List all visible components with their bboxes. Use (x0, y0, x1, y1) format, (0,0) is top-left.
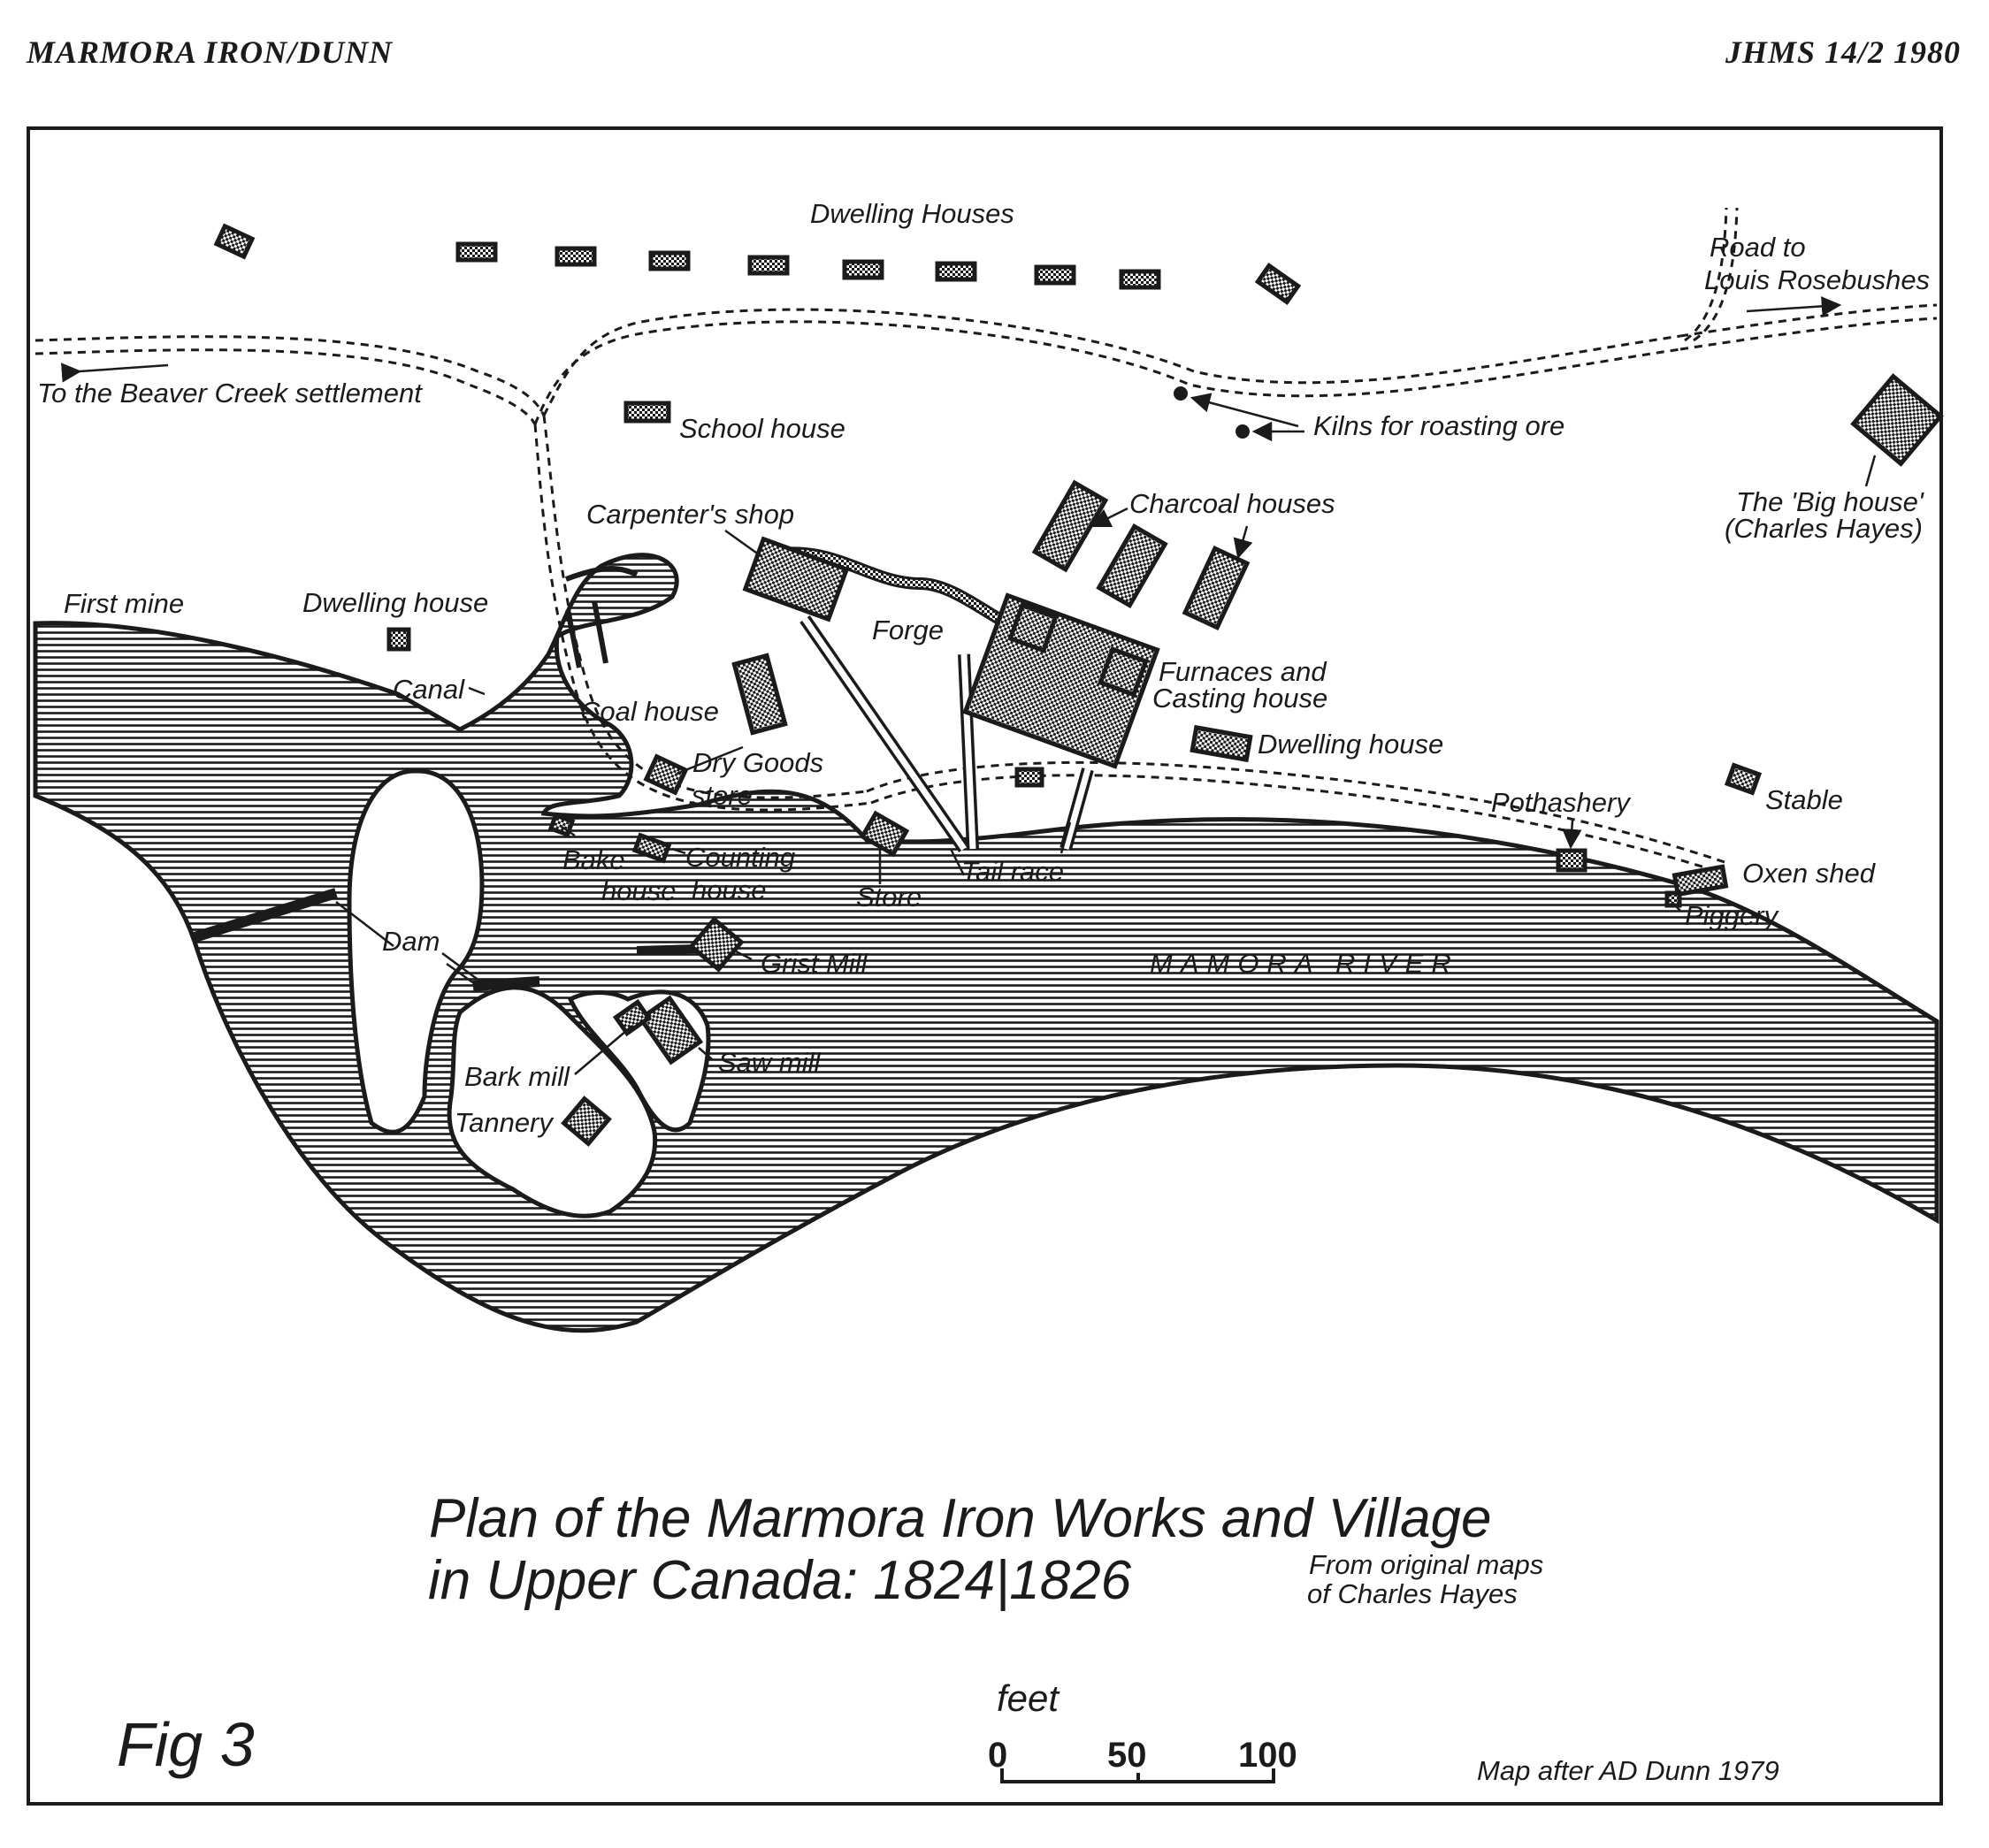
label-forge: Forge (872, 615, 944, 645)
label-casting-house: Casting house (1152, 683, 1327, 714)
roads (34, 207, 1938, 875)
map-title-line-2: in Upper Canada: 1824|1826 (428, 1550, 1132, 1611)
label-coal-house: Coal house (580, 696, 719, 727)
grist-mill-race (636, 944, 700, 955)
label-beaver-creek: To the Beaver Creek settlement (37, 378, 423, 409)
label-dry-goods: Dry Goods (692, 747, 823, 778)
leader-lines (61, 296, 1877, 1075)
label-bake-house: house (601, 875, 676, 906)
label-dwelling-house-east: Dwelling house (1258, 729, 1443, 760)
label-kilns: Kilns for roasting ore (1313, 410, 1564, 441)
label-mamora-river: MAMORA RIVER (1150, 948, 1459, 979)
scale-tick-0: 0 (988, 1736, 1007, 1775)
source-line-2: of Charles Hayes (1307, 1578, 1518, 1609)
label-charcoal-houses: Charcoal houses (1129, 488, 1335, 519)
label-charles-hayes: (Charles Hayes) (1725, 513, 1923, 544)
dam-west (193, 888, 338, 943)
label-counting-house: house (692, 874, 766, 905)
map-frame (27, 126, 1943, 1806)
label-pothashery: Pothashery (1491, 787, 1632, 818)
label-store: Store (856, 882, 922, 913)
label-big-house: The 'Big house' (1736, 486, 1924, 517)
label-canal: Canal (393, 674, 465, 705)
label-piggery: Piggery (1685, 900, 1780, 931)
label-carpenters-shop: Carpenter's shop (586, 499, 794, 530)
label-dwelling-house-west: Dwelling house (302, 587, 488, 618)
label-tail-race: Tail race (961, 856, 1064, 887)
south-island (447, 985, 658, 1218)
scale-unit: feet (997, 1677, 1060, 1719)
map-title-line-1: Plan of the Marmora Iron Works and Villa… (429, 1488, 1492, 1549)
label-store-2: store (692, 780, 753, 811)
scale-tick-50: 50 (1107, 1736, 1147, 1775)
label-louis-rosebushes: Louis Rosebushes (1704, 264, 1930, 295)
figure-number: Fig 3 (117, 1710, 255, 1779)
scale-bar: feet 0 50 100 (988, 1677, 1297, 1783)
west-island (347, 768, 485, 1134)
label-furnaces: Furnaces and (1159, 656, 1327, 687)
label-bark-mill: Bark mill (464, 1061, 570, 1092)
label-stable: Stable (1765, 784, 1843, 815)
label-saw-mill: Saw mill (718, 1047, 822, 1078)
label-road-to: Road to (1710, 232, 1806, 263)
source-line-1: From original maps (1309, 1549, 1543, 1580)
label-oxen-shed: Oxen shed (1742, 858, 1877, 889)
label-counting: Counting (685, 842, 795, 873)
label-tannery: Tannery (455, 1107, 555, 1138)
map-credit: Map after AD Dunn 1979 (1477, 1755, 1779, 1786)
label-school-house: School house (679, 413, 845, 444)
label-bake: Bake (562, 844, 625, 875)
label-dwelling-houses: Dwelling Houses (810, 198, 1014, 229)
buildings (213, 223, 1944, 1147)
running-head-left: MARMORA IRON/DUNN (27, 34, 394, 70)
label-first-mine: First mine (64, 588, 184, 619)
label-dam: Dam (382, 926, 440, 957)
running-head-right: JHMS 14/2 1980 (1725, 34, 1961, 70)
scale-tick-100: 100 (1238, 1736, 1297, 1775)
label-grist-mill: Grist Mill (761, 948, 868, 979)
